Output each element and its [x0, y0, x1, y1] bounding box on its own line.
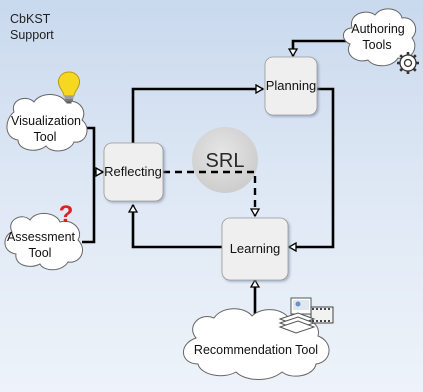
visualization-tool-line2: Tool — [34, 130, 57, 144]
arrow-tools-to-reflecting — [82, 126, 103, 244]
lightbulb-icon — [58, 71, 80, 104]
learning-box — [221, 217, 289, 281]
authoring-tools-cloud — [343, 8, 417, 67]
cbkst-support-label: CbKST Support — [10, 11, 70, 43]
recommendation-tool-label: Recommendation Tool — [194, 343, 318, 357]
gear-icon — [397, 52, 419, 74]
arrow-reflecting-to-planning — [131, 89, 263, 143]
visualization-tool-cloud — [6, 94, 88, 152]
arrow-learning-to-reflecting — [133, 205, 222, 249]
assessment-tool-line2: Tool — [29, 246, 52, 260]
assessment-tool-line1: Assessment — [7, 230, 76, 244]
srl-circle — [192, 127, 258, 193]
reflecting-label: Reflecting — [104, 164, 162, 179]
planning-box — [264, 56, 318, 116]
srl-label: SRL — [206, 150, 245, 172]
assessment-tool-cloud — [4, 213, 83, 271]
learning-label: Learning — [230, 241, 281, 256]
arrow-authoring-to-planning — [293, 39, 346, 56]
cbkst-support-line2: Support — [10, 28, 54, 42]
cbkst-support-line1: CbKST — [10, 12, 51, 26]
question-mark-icon: ? — [59, 201, 74, 228]
visualization-tool-line1: Visualization — [11, 114, 81, 128]
planning-label: Planning — [266, 78, 317, 93]
documents-icon — [278, 297, 334, 334]
authoring-tools-line2: Tools — [362, 38, 391, 52]
authoring-tools-line1: Authoring — [351, 22, 405, 36]
arrow-reflecting-to-learning-dashed — [163, 170, 255, 216]
arrow-planning-to-learning — [289, 87, 335, 247]
reflecting-box — [103, 142, 164, 202]
